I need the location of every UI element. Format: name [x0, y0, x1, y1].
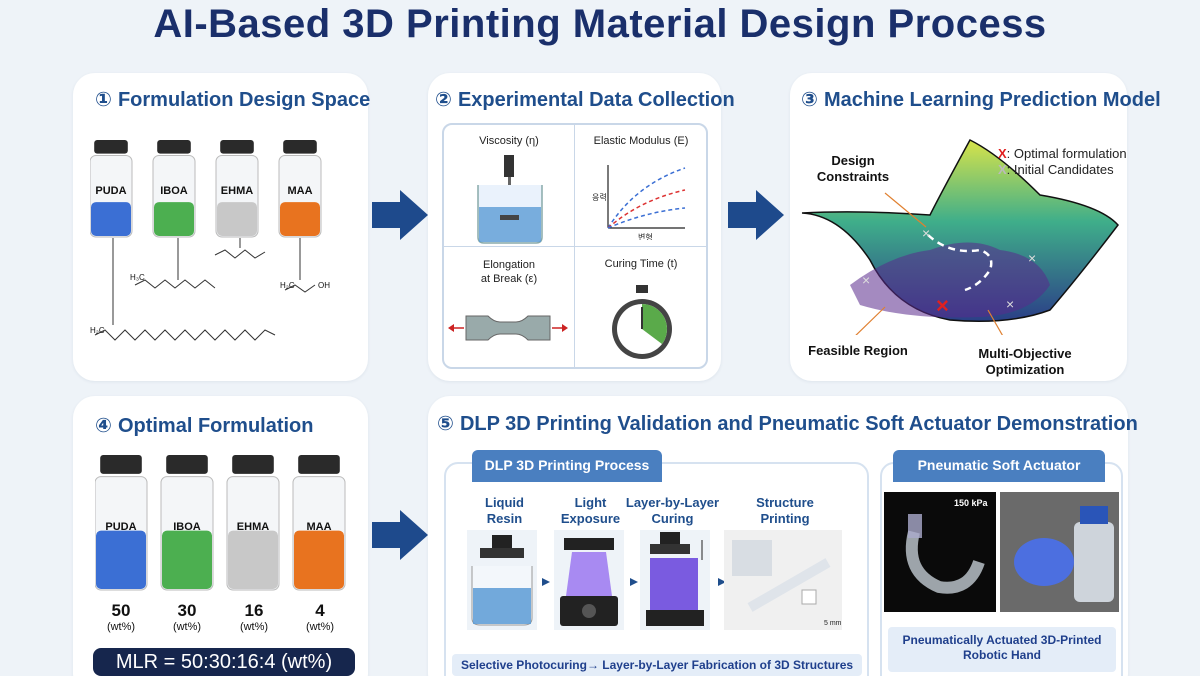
actuator-photos: 150 kPa [884, 492, 1119, 612]
bottle-label: MAA [306, 521, 331, 533]
bottle-iboa: IBOA [152, 140, 196, 238]
wt-value: 30 [177, 601, 197, 620]
panel-title-text: Experimental Data Collection [457, 89, 735, 111]
panel-1-bottles: PUDA IBOA EHMA MAA H₂C H₃C H₂C OH [90, 140, 330, 341]
step-number: ② [435, 89, 452, 111]
dogbone-specimen-icon [448, 315, 568, 341]
bottle-ehma: EHMA [215, 140, 259, 238]
iboa-structure-label: H₃C [130, 273, 145, 282]
candidate-marker: × [1028, 250, 1036, 266]
step-liquid-resin: Liquid Resin [485, 495, 524, 526]
multi-objective-label: Multi-Objective Optimization [978, 346, 1072, 377]
step-number: ③ [801, 89, 818, 111]
page-title: AI-Based 3D Printing Material Design Pro… [153, 2, 1047, 46]
feasible-region-label: Feasible Region [808, 343, 908, 358]
curing-time-label: Curing Time (t) [604, 258, 678, 270]
bottle-label: EHMA [237, 521, 269, 533]
wt-value: 16 [244, 601, 264, 620]
maa-oh-label: OH [318, 281, 330, 290]
viscosity-label: Viscosity (η) [479, 135, 539, 147]
bottle-ehma: EHMA [226, 455, 280, 591]
wt-value: 4 [315, 601, 325, 620]
design-constraints-label: Design Constraints [816, 153, 890, 184]
bottle-label: IBOA [173, 521, 201, 533]
scale-bar-label: 5 mm [824, 620, 842, 627]
bottle-label: EHMA [221, 185, 253, 197]
bottle-maa: MAA [292, 455, 346, 591]
arrow-4-to-5 [372, 510, 428, 560]
wt-iboa: 30(wt%) [161, 601, 213, 633]
legend-optimal: X: Optimal formulation [998, 146, 1127, 161]
legend-initial: X: Initial Candidates [998, 162, 1114, 177]
wt-unit: (wt%) [305, 621, 335, 633]
grid-divider-h [444, 246, 706, 247]
actuator-caption: Pneumatically Actuated 3D-Printed Roboti… [888, 627, 1116, 672]
dlp-caption: Selective Photocuring→ Layer-by-Layer Fa… [452, 654, 862, 676]
step-layer-curing: Layer-by-Layer Curing [625, 495, 720, 526]
puda-structure-label: H₂C [90, 326, 105, 335]
legend-optimal-text: : Optimal formulation [1006, 146, 1127, 161]
arrow-1-to-2 [372, 190, 428, 240]
dlp-process-header: DLP 3D Printing Process [472, 450, 662, 482]
stopwatch-icon [612, 285, 672, 359]
step-number: ⑤ [437, 413, 454, 435]
panel-title-text: Optimal Formulation [117, 415, 314, 437]
wt-unit: (wt%) [106, 621, 136, 633]
arrow-2-to-3 [728, 190, 784, 240]
actuator-header: Pneumatic Soft Actuator [893, 450, 1105, 482]
bottle-puda: PUDA [95, 455, 148, 591]
dlp-step-images: 5 mm [467, 530, 842, 630]
mlr-ratio-badge: MLR = 50:30:16:4 (wt%) [93, 648, 355, 676]
wt-ehma: 16(wt%) [228, 601, 280, 633]
ml-surface-plot: × × × × × [801, 139, 1119, 335]
chart-ylabel: 응력 [592, 192, 607, 202]
chart-xlabel: 변형 [638, 232, 653, 240]
step-number: ④ [95, 415, 112, 437]
maa-structure-label: H₂C [280, 281, 295, 290]
data-grid [442, 123, 708, 369]
chemical-structures [94, 238, 316, 341]
candidate-marker: × [1006, 296, 1014, 312]
wt-unit: (wt%) [239, 621, 269, 633]
legend-x-optimal: X [998, 146, 1007, 161]
wt-unit: (wt%) [172, 621, 202, 633]
bottle-label: IBOA [160, 185, 188, 197]
panel-title-text: DLP 3D Printing Validation and Pneumatic… [459, 413, 1138, 435]
legend-initial-text: : Initial Candidates [1006, 162, 1114, 177]
viscometer-icon [477, 155, 543, 244]
panel-4-bottles: PUDA IBOA EHMA MAA [95, 455, 346, 591]
bottle-puda: PUDA [90, 140, 133, 238]
stress-strain-chart: 응력 변형 [592, 165, 686, 240]
elastic-modulus-label: Elastic Modulus (E) [593, 135, 689, 147]
bottle-label: PUDA [105, 521, 136, 533]
bottle-iboa: IBOA [160, 455, 214, 591]
candidate-marker: × [862, 272, 870, 288]
step-structure-printing: Structure Printing [756, 495, 814, 526]
wt-puda: 50(wt%) [95, 601, 147, 633]
optimal-marker: × [936, 293, 949, 318]
bottle-label: MAA [287, 185, 312, 197]
panel-title-text: Machine Learning Prediction Model [823, 89, 1161, 111]
candidate-marker: × [922, 225, 930, 241]
step-number: ① [95, 89, 112, 111]
step-light-exposure: Light Exposure [560, 495, 621, 526]
panel-title-text: Formulation Design Space [117, 89, 371, 111]
wt-maa: 4(wt%) [294, 601, 346, 633]
wt-value: 50 [111, 601, 131, 620]
elongation-label: Elongation at Break (ε) [480, 259, 538, 285]
bottle-maa: MAA [278, 140, 322, 238]
legend-x-initial: X [998, 162, 1007, 177]
pressure-label: 150 kPa [954, 498, 989, 508]
bottle-label: PUDA [95, 185, 126, 197]
